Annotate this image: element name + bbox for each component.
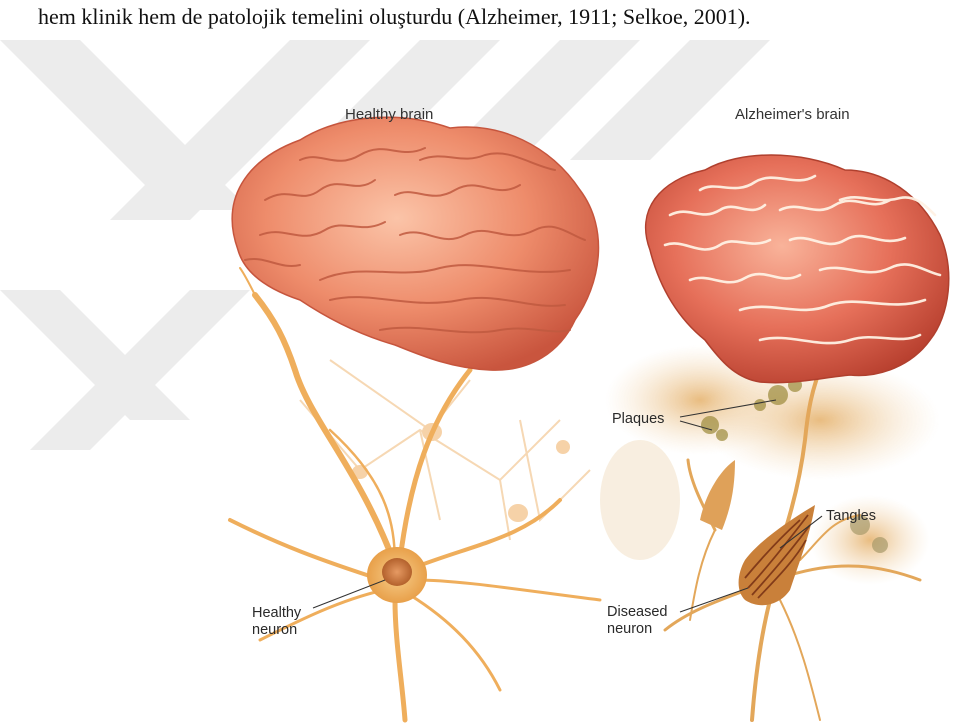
diseased-neuron-label-line1: Diseased <box>607 604 667 621</box>
alzheimer-brain-title: Alzheimer's brain <box>735 106 850 123</box>
healthy-neuron-nucleus <box>382 558 412 586</box>
healthy-brain-title: Healthy brain <box>345 106 433 123</box>
diseased-neuron-small <box>700 460 735 530</box>
diseased-neuron-label-line2: neuron <box>607 621 667 638</box>
plaques-label: Plaques <box>612 411 664 428</box>
diseased-neuron-label: Diseased neuron <box>607 604 667 638</box>
healthy-neuron-label-line1: Healthy <box>252 605 301 622</box>
tangles-label: Tangles <box>826 508 876 525</box>
healthy-neuron-label-line2: neuron <box>252 622 301 639</box>
healthy-neuron-label: Healthy neuron <box>252 605 301 639</box>
healthy-brain <box>232 117 598 370</box>
